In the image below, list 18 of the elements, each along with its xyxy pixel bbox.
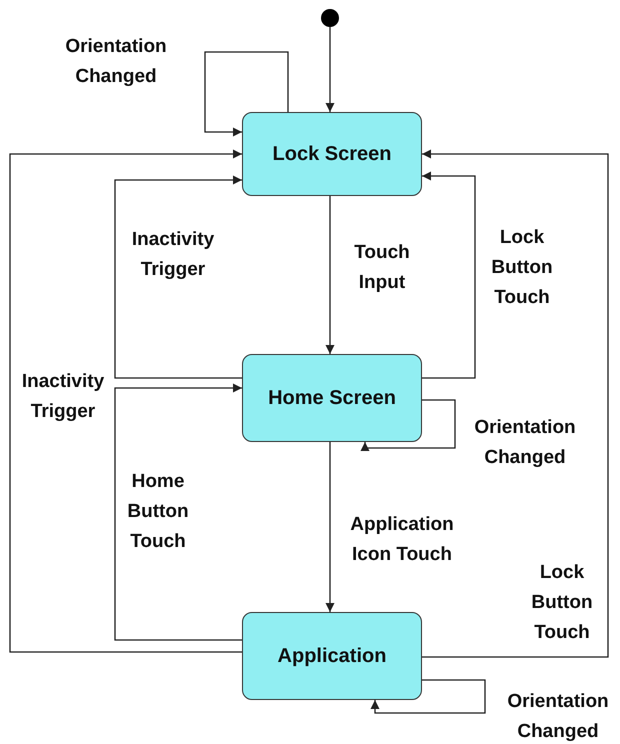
state-name: Application <box>278 644 386 668</box>
arrow <box>114 384 242 641</box>
state-box <box>242 354 422 442</box>
start-dot <box>321 9 339 27</box>
arrow <box>114 176 242 379</box>
arrow <box>422 172 476 379</box>
arrow <box>204 51 289 136</box>
arrow <box>326 27 334 112</box>
state-name: Home Screen <box>268 386 396 410</box>
arrow <box>422 150 609 658</box>
state-box <box>242 112 422 196</box>
state-box <box>242 612 422 700</box>
arrow <box>370 679 486 714</box>
arrow <box>9 150 242 653</box>
state-name: Lock Screen <box>272 142 392 166</box>
arrow <box>326 196 334 354</box>
arrow <box>360 399 456 451</box>
arrow <box>326 442 334 612</box>
